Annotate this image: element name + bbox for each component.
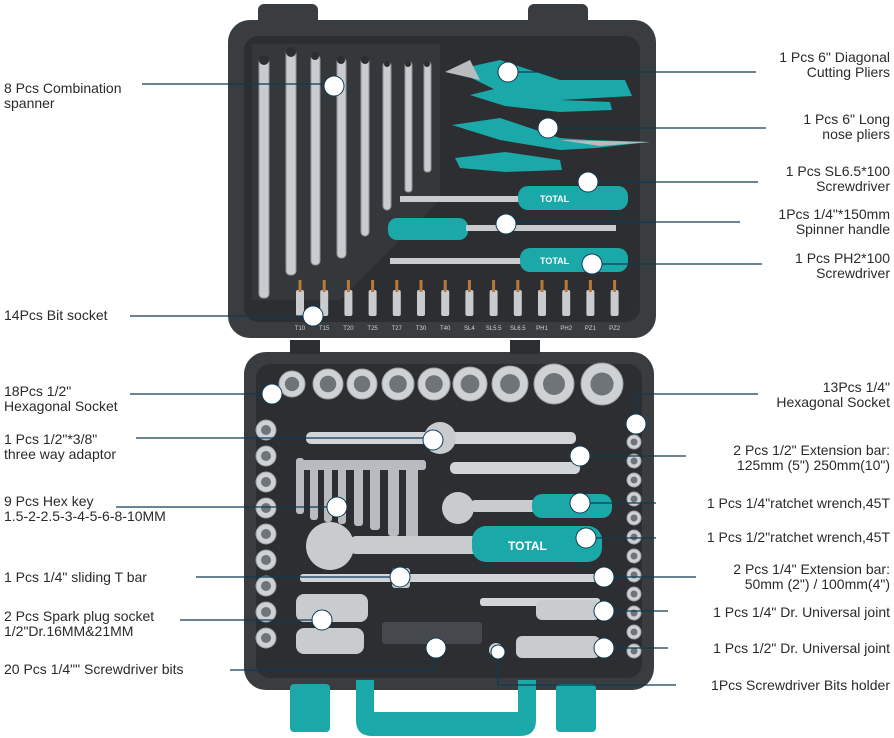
bit-socket: T20 <box>343 280 354 332</box>
brand-logo: TOTAL <box>508 539 547 553</box>
bit-socket-size: PH2 <box>560 326 572 332</box>
bit-socket: T25 <box>367 280 378 332</box>
label-bit-socket: 14Pcs Bit socket <box>4 307 108 323</box>
bit-socket-size: T27 <box>392 326 403 332</box>
label-screwdriver-bits: 20 Pcs 1/4"" Screwdriver bits <box>4 661 184 677</box>
label-quarter-universal-joint: 1 Pcs 1/4" Dr. Universal joint <box>713 604 890 620</box>
bit-socket-size: PZ1 <box>585 326 597 332</box>
brand-logo: TOTAL <box>540 194 570 204</box>
bit-socket-size: T20 <box>343 326 354 332</box>
label-three-way-adaptor: 1 Pcs 1/2"*3/8"three way adaptor <box>4 431 117 462</box>
bit-socket: SL4 <box>464 280 475 332</box>
callout-markers <box>261 61 647 660</box>
bit-socket: PZ2 <box>609 280 621 332</box>
bit-socket: T30 <box>416 280 427 332</box>
label-quarter-inch-socket: 13Pcs 1/4"Hexagonal Socket <box>776 379 890 410</box>
brand-logo: TOTAL <box>540 256 570 266</box>
bit-socket: T15 <box>319 280 330 332</box>
bit-socket: T27 <box>392 280 403 332</box>
bit-socket-size: T30 <box>416 326 427 332</box>
bit-socket-size: T15 <box>319 326 330 332</box>
half-inch-sockets <box>278 362 624 406</box>
bit-socket: PH1 <box>536 280 548 332</box>
label-half-inch-socket: 18Pcs 1/2"Hexagonal Socket <box>4 383 118 414</box>
bit-socket-size: SL4 <box>464 326 475 332</box>
right-socket-column <box>626 434 642 659</box>
bit-socket: PZ1 <box>585 280 597 332</box>
label-half-universal-joint: 1 Pcs 1/2" Dr. Universal joint <box>713 640 890 656</box>
bit-socket-size: SL5.5 <box>486 326 502 332</box>
label-sliding-t-bar: 1 Pcs 1/4" sliding T bar <box>4 569 147 585</box>
label-quarter-extension: 2 Pcs 1/4" Extension bar:50mm (2") / 100… <box>733 561 890 592</box>
bit-socket: PH2 <box>560 280 573 332</box>
bit-socket-size: PH1 <box>536 326 548 332</box>
bit-socket-size: T40 <box>440 326 451 332</box>
label-half-ratchet: 1 Pcs 1/2"ratchet wrench,45T <box>706 529 890 545</box>
bit-socket-size: PZ2 <box>609 326 621 332</box>
label-half-inch-extension: 2 Pcs 1/2" Extension bar:125mm (5") 250m… <box>733 442 890 473</box>
label-quarter-ratchet: 1 Pcs 1/4"ratchet wrench,45T <box>706 495 890 511</box>
bit-socket: SL5.5 <box>486 280 502 332</box>
label-bits-holder: 1Pcs Screwdriver Bits holder <box>711 677 890 693</box>
bit-socket: T10 <box>295 280 306 332</box>
bit-socket-size: SL6.5 <box>510 326 526 332</box>
screwdrivers: TOTAL TOTAL <box>388 186 628 272</box>
bit-socket-row: T10 T15 T20 T25 T27 T30 T40 SL4 SL5.5 SL6.5 PH1 PH2… <box>295 280 621 332</box>
bit-socket: T40 <box>440 280 451 332</box>
left-socket-column <box>255 419 277 649</box>
middle-tools: TOTAL <box>296 422 612 658</box>
bit-socket: SL6.5 <box>510 280 526 332</box>
callout-lines <box>116 71 766 686</box>
bit-socket-size: T25 <box>367 326 378 332</box>
bit-socket-size: T10 <box>295 326 306 332</box>
combination-spanners <box>258 47 432 299</box>
